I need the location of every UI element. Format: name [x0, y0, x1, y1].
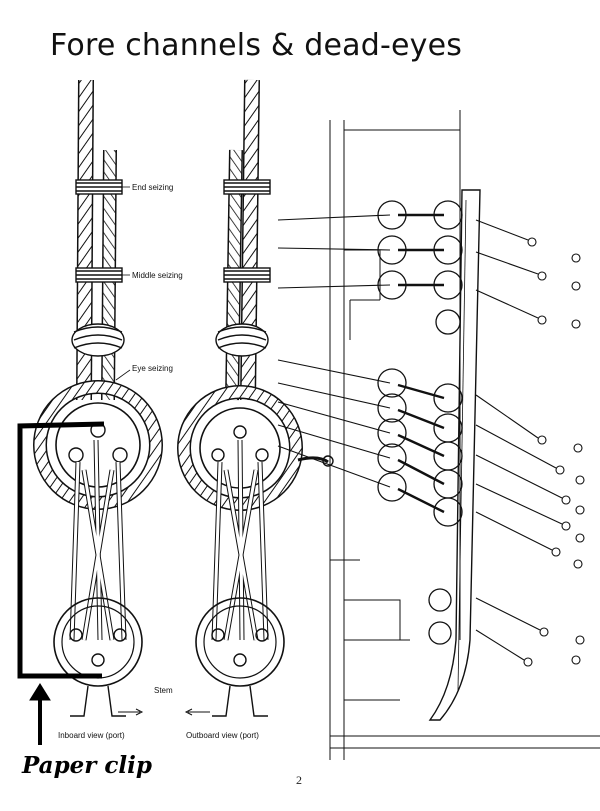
page-number: 2: [296, 773, 302, 787]
inboard-view-label: Inboard view (port): [58, 731, 125, 740]
paper-clip-annotation: [17, 421, 105, 745]
outboard-view-figure: [177, 79, 334, 717]
stem-label: Stem: [154, 686, 173, 695]
label-leaders: [115, 186, 131, 381]
paper-clip-label: Paper clip: [22, 752, 152, 779]
end-seizing-label: End seizing: [132, 183, 174, 192]
eye-seizing-label: Eye seizing: [132, 364, 173, 373]
outboard-view-label: Outboard view (port): [186, 731, 259, 740]
chain-plates: [475, 219, 585, 667]
inboard-view-figure: [33, 79, 163, 717]
page-title: Fore channels & dead-eyes: [50, 28, 463, 63]
channel-plan-figure: [277, 110, 600, 760]
shroud-lines: [277, 214, 391, 488]
middle-seizing-label: Middle seizing: [132, 271, 183, 280]
deadeye-pairs: [377, 200, 463, 645]
